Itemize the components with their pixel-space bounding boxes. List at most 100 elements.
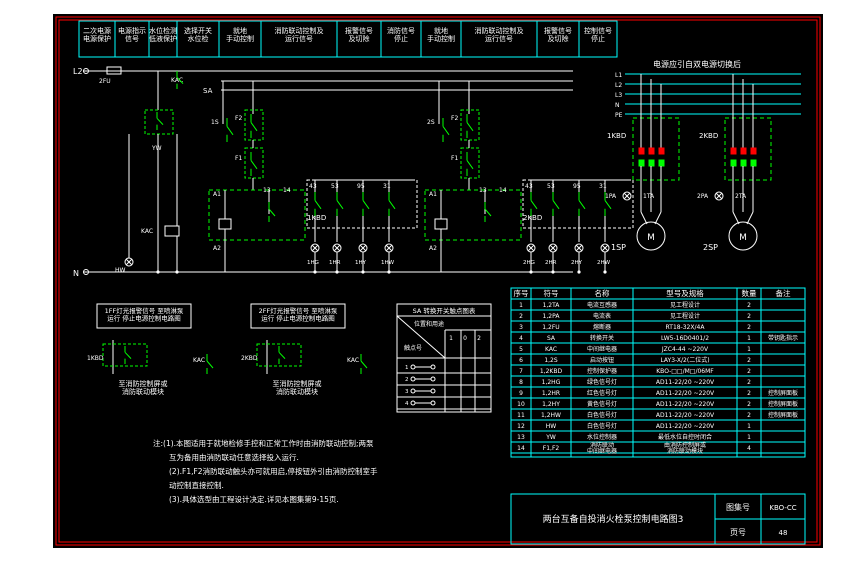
- bom-cell: 2: [747, 313, 751, 320]
- bom-cell: 中间继电器: [587, 345, 617, 353]
- lamp-contact: [530, 200, 538, 210]
- page-label: 页号: [730, 528, 746, 537]
- sa-head1: 位置和用途: [414, 320, 444, 328]
- motor-kbd-box: [724, 117, 772, 181]
- bom-cell: 红色信号灯: [587, 389, 617, 397]
- bom-cell: 1: [747, 434, 751, 441]
- kac-coil-label: KAC: [141, 228, 153, 235]
- sa-table-title: SA 转换开关触点图表: [413, 306, 476, 315]
- motor-lead: [640, 211, 648, 225]
- header-cell-7: 消防信号停止: [387, 26, 415, 43]
- sa-head2: 触点号: [404, 344, 422, 352]
- header-cell-5: 消防联动控制及运行信号: [275, 26, 324, 43]
- pa-meter: [714, 191, 724, 201]
- bom-cell: 由消防控制屏或消防联动模块: [664, 441, 706, 455]
- sub-title: 1FF灯光报警信号 至喷淋泵运行 停止电源控制电路图: [105, 306, 184, 323]
- lamp-term: 31: [383, 183, 391, 190]
- phase-label-L2: L2: [615, 82, 622, 89]
- header-cell-2: 水位检测低液保护: [149, 26, 177, 43]
- kbd-box: [424, 189, 522, 241]
- outer-frame: [55, 16, 821, 546]
- bom-cell: 2: [747, 412, 751, 419]
- bom-cell: 8: [519, 379, 523, 386]
- bom-cell: 12: [517, 423, 525, 430]
- ta-label: 2TA: [735, 193, 747, 200]
- sa-contact-o: [410, 364, 416, 370]
- cad-drawing-canvas[interactable]: 二次电源电源保护电源指示信号水位检测低液保护选择开关水位检就地手动控制消防联动控…: [53, 14, 823, 548]
- bom-cell: 控制屏面板: [768, 400, 798, 408]
- motor-lead: [732, 211, 740, 225]
- kbd-box: [208, 189, 306, 241]
- bom-header: 数量: [742, 288, 757, 298]
- bom-header: 备注: [776, 288, 791, 298]
- bom-header: 序号: [514, 288, 529, 298]
- header-cell-9: 消防联动控制及运行信号: [475, 26, 524, 43]
- sa-label: SA: [203, 87, 213, 95]
- kbd-label: 1KBD: [307, 214, 326, 222]
- bom-cell: SA: [547, 335, 556, 342]
- motor-lead: [746, 211, 754, 225]
- motor-kbd-label: 2KBD: [699, 132, 718, 140]
- lamp-term: 95: [573, 183, 581, 190]
- sub-caption: 至消防控制屏或消防联动模块: [273, 379, 322, 396]
- bom-cell: 1,2HW: [541, 412, 561, 419]
- motor-m-label: M: [739, 233, 747, 243]
- header-cell-11: 控制信号停止: [584, 26, 612, 43]
- bom-cell: 3: [519, 324, 523, 331]
- bom-table: [510, 287, 806, 458]
- node: [361, 270, 365, 274]
- pa-label: 1PA: [605, 193, 617, 200]
- term-14: 14: [499, 187, 507, 194]
- header-cell-10: 报警信号及切除: [544, 26, 572, 43]
- note-line-3: 动控制直接控制.: [169, 480, 224, 490]
- page-value: 48: [779, 529, 788, 537]
- fuse-label: 2FU: [99, 78, 111, 85]
- kbd-aux-13-14: [484, 208, 492, 217]
- lamp-1HG-x: [311, 244, 319, 252]
- sa-contact-o: [410, 376, 416, 382]
- bom-cell: 电流表: [593, 312, 611, 320]
- bom-cell: 1,2HY: [542, 401, 560, 408]
- bom-cell: 1,2HR: [542, 390, 560, 397]
- bom-cell: 1: [747, 423, 751, 430]
- ta-label: 1TA: [643, 193, 655, 200]
- bom-cell: AD11-22/20 ~220V: [656, 412, 715, 419]
- node-n2: [175, 270, 179, 274]
- sub-contact: [278, 351, 286, 359]
- motor-kbd-label: 1KBD: [607, 132, 626, 140]
- sa-contact-o: [430, 364, 436, 370]
- pa-meter-x: [715, 192, 723, 200]
- bom-cell: LW5-16D0401/2: [661, 335, 709, 342]
- sa-contact-o: [430, 388, 436, 394]
- breaker-pole: [658, 147, 665, 155]
- node: [603, 270, 607, 274]
- sub-kbd-label: 1KBD: [87, 355, 104, 362]
- node: [529, 270, 533, 274]
- bom-cell: F1,F2: [543, 445, 560, 452]
- f1-contact: [466, 160, 474, 170]
- lamp-contact: [314, 200, 322, 210]
- bom-cell: 13: [517, 434, 525, 441]
- pa-meter-x: [623, 192, 631, 200]
- lamp-label: 2HR: [545, 260, 557, 266]
- header-cell-4: 就地手动控制: [226, 26, 254, 43]
- bom-cell: 白色信号灯: [587, 411, 617, 419]
- bom-cell: 转换开关: [590, 334, 614, 342]
- sub-title-box: [96, 303, 192, 329]
- kbd-aux-13-14: [268, 208, 276, 217]
- note-line-4: (3).具体选型由工程设计决定.详见本图集第9-15页.: [169, 494, 339, 504]
- a2-label: A2: [429, 245, 437, 252]
- atlas-value: KBO-CC: [769, 504, 796, 512]
- sub-kac-label: KAC: [347, 357, 359, 364]
- node: [387, 270, 391, 274]
- sub-kac-label: KAC: [193, 357, 205, 364]
- lamp-contact: [388, 200, 396, 210]
- lamp-label: 1HR: [329, 260, 341, 266]
- sub-title: 2FF灯光报警信号 至喷淋泵运行 停止电源控制电路图: [259, 306, 338, 323]
- sa-row-label: 4: [405, 401, 409, 407]
- bom-cell: 1,2FU: [542, 324, 559, 331]
- phase-label-L1: L1: [615, 72, 622, 79]
- motor-sp-label: 2SP: [703, 243, 718, 252]
- bom-cell: 11: [517, 412, 525, 419]
